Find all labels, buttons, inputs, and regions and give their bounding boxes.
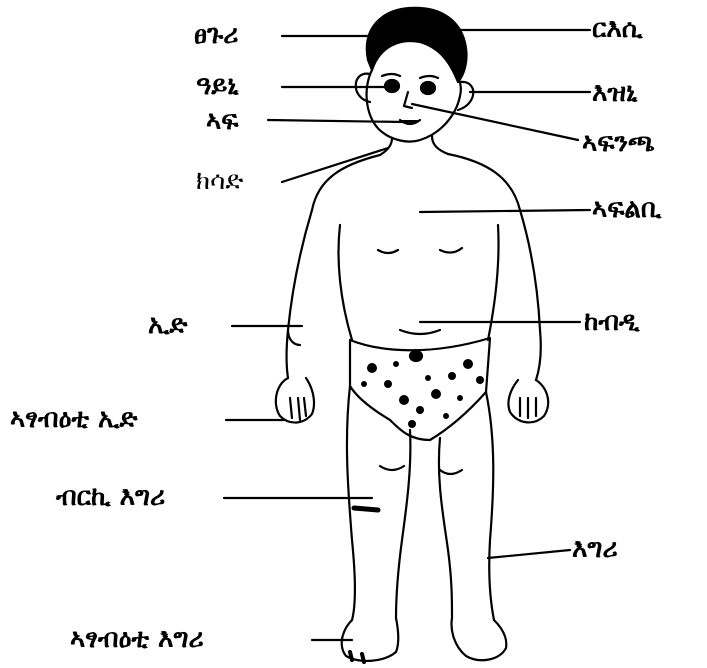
label-fingers: ኣፃብዕቲ ኢድ <box>10 404 137 434</box>
label-arm: ኢድ <box>148 310 187 340</box>
label-toes: ኣፃብዕቲ እግሪ <box>70 624 204 654</box>
right-leg-inner <box>439 438 452 618</box>
left-leg-inner <box>396 430 410 618</box>
left-leg-outer <box>347 386 355 620</box>
right-foot <box>452 618 507 660</box>
nose-leader <box>412 104 578 140</box>
label-nose: ኣፍንጫ <box>582 128 655 158</box>
nose-shape <box>404 92 412 108</box>
right-eye <box>421 82 435 94</box>
label-ear: እዝኒ <box>592 78 637 108</box>
label-hair: ፀጉሪ <box>194 20 238 50</box>
chest-leader <box>420 210 590 212</box>
label-eye: ዓይኒ <box>196 71 238 101</box>
neck-left <box>380 138 392 155</box>
label-mouth: ኣፍ <box>206 106 238 136</box>
label-head: ርእሲ <box>592 14 643 44</box>
label-belly: ከብዲ <box>584 307 640 337</box>
neck-leader <box>282 148 388 182</box>
hair-shape <box>367 8 467 82</box>
mouth-leader <box>268 120 404 122</box>
label-leg: እግሪ <box>572 534 618 564</box>
head-outline <box>367 70 461 142</box>
left-hand <box>276 378 314 423</box>
neck-right <box>432 136 448 154</box>
navel <box>410 351 422 361</box>
label-knee: ብርኪ እግሪ <box>56 482 165 512</box>
label-chest: ኣፍልቢ <box>592 194 661 224</box>
right-leg-outer <box>486 392 494 620</box>
label-neck: ክሳድ <box>196 166 243 196</box>
leg-leader <box>488 550 570 558</box>
